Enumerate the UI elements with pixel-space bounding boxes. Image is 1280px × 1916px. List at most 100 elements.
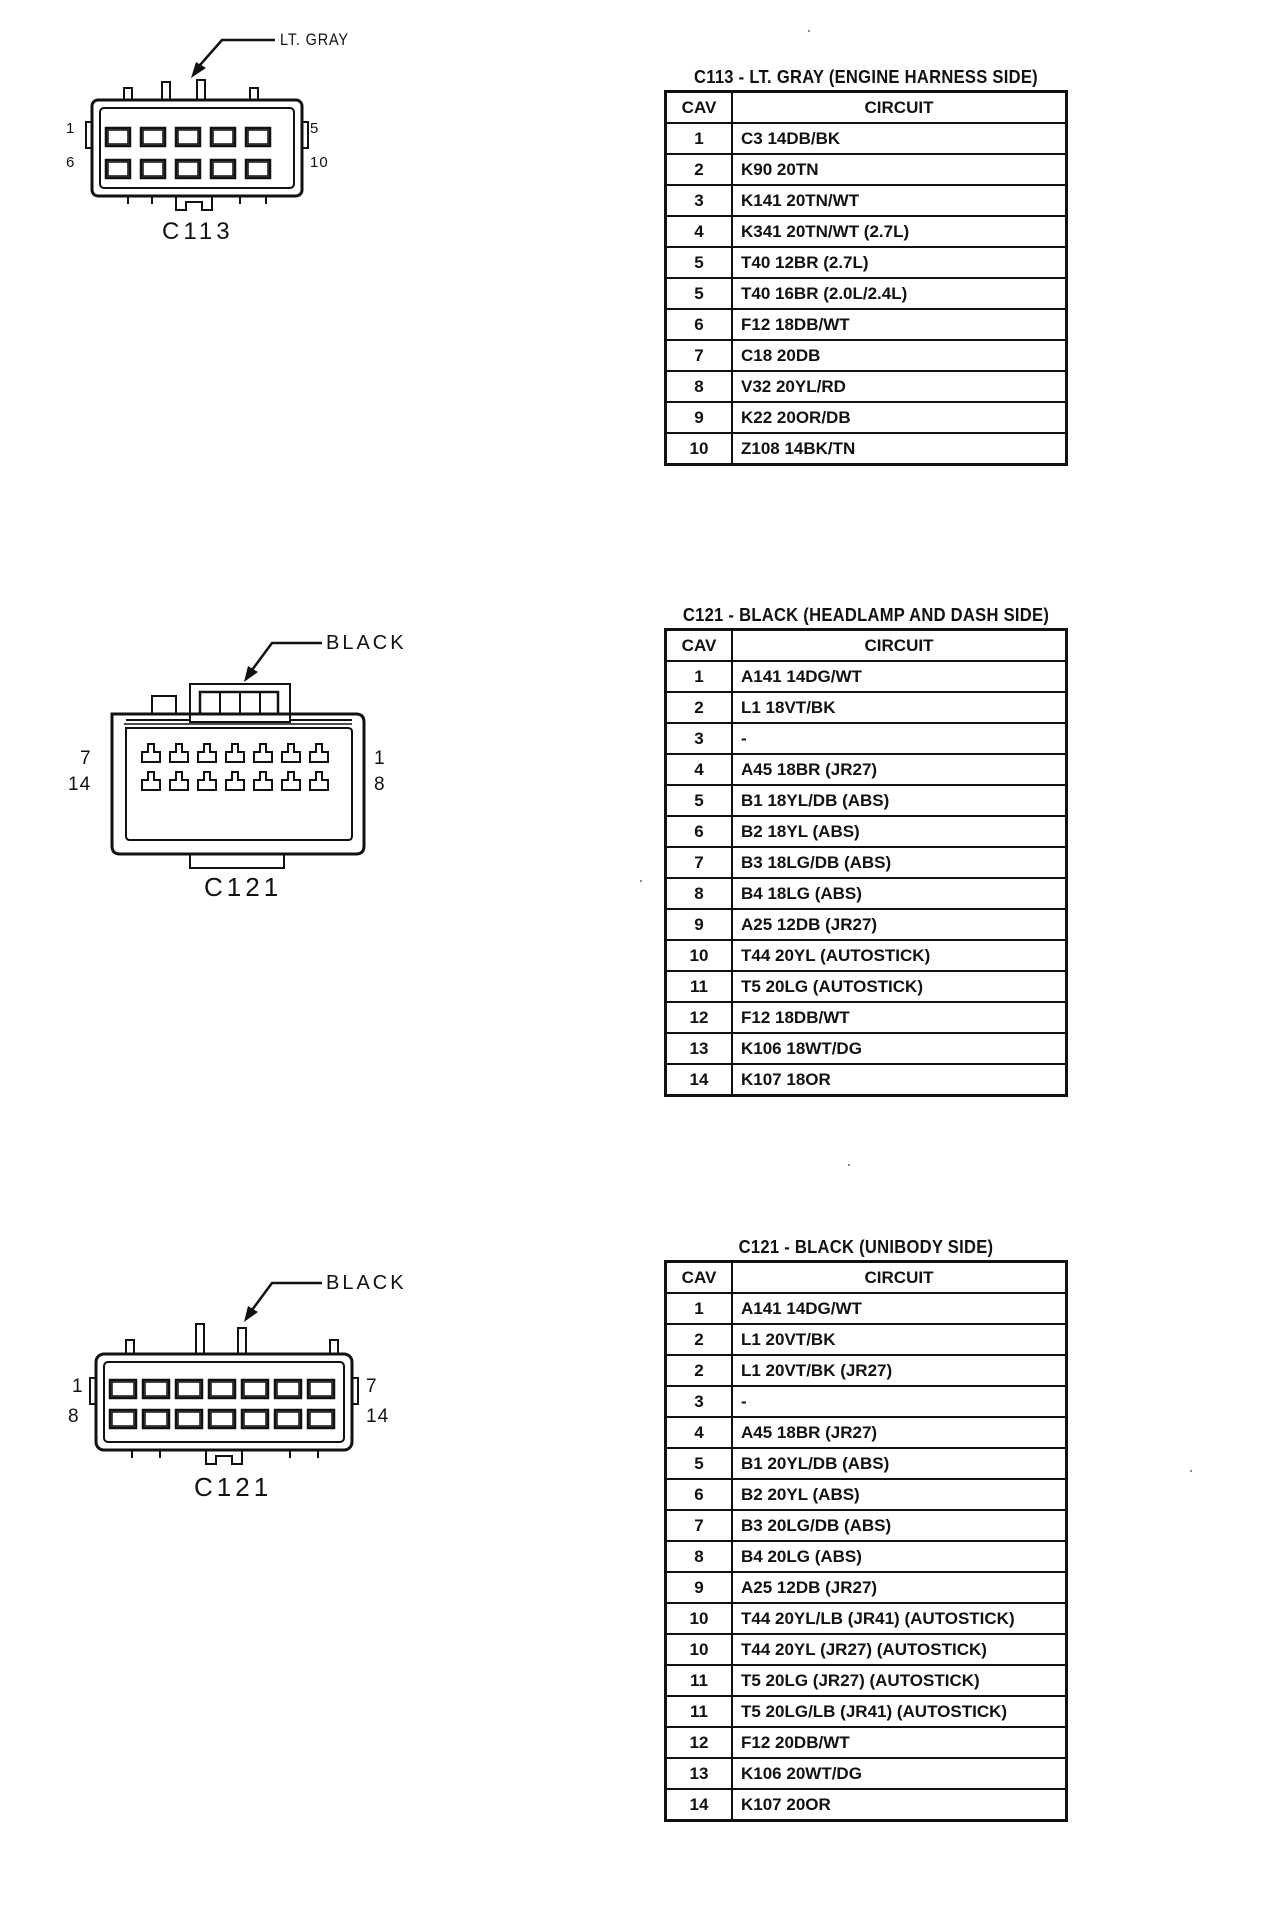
circuit-cell: B2 18YL (ABS) [731,815,1068,848]
connector-color-label: BLACK [326,632,407,654]
pin-label-bottom-left: 6 [66,154,76,171]
cav-cell: 5 [664,246,733,279]
connector-diagram-c121-unibody: BLACK 1 8 7 14 C121 [0,1250,560,1550]
cav-cell: 10 [664,939,733,972]
circuit-header: CIRCUIT [731,628,1068,662]
circuit-cell: T44 20YL (JR27) (AUTOSTICK) [731,1633,1068,1666]
table-title: C121 - BLACK (UNIBODY SIDE) [738,1237,994,1257]
table-header-row: CAV CIRCUIT [664,90,1068,124]
cav-cell: 8 [664,370,733,403]
circuit-cell: Z108 14BK/TN [731,432,1068,466]
cav-cell: 13 [664,1032,733,1065]
pin-label-top-right: 5 [310,120,320,137]
pin-label-top-left: 1 [66,120,76,137]
circuit-cell: K90 20TN [731,153,1068,186]
scan-speck [640,880,642,882]
pinout-table-c121-unibody: C121 - BLACK (UNIBODY SIDE) CAV CIRCUIT … [660,1234,1072,1822]
cav-cell: 11 [664,970,733,1003]
pin-label-top-left: 7 [80,748,92,769]
circuit-cell: L1 20VT/BK (JR27) [731,1354,1068,1387]
circuit-cell: T5 20LG/LB (JR41) (AUTOSTICK) [731,1695,1068,1728]
circuit-cell: T44 20YL (AUTOSTICK) [731,939,1068,972]
circuit-header: CIRCUIT [731,1260,1068,1294]
connector-diagram-c121-dash: BLACK 7 14 1 8 C121 [0,610,560,910]
circuit-cell: A141 14DG/WT [731,1292,1068,1325]
circuit-cell: K106 20WT/DG [731,1757,1068,1790]
cav-cell: 10 [664,432,733,466]
circuit-cell: T5 20LG (JR27) (AUTOSTICK) [731,1664,1068,1697]
connector-name: C121 [204,872,283,902]
pin-label-bottom-left: 14 [68,774,92,795]
connector-diagram-c113: LT. GRAY 1 6 5 10 C113 [0,10,560,310]
cav-cell: 6 [664,308,733,341]
circuit-cell: F12 18DB/WT [731,1001,1068,1034]
pin-label-bottom-right: 14 [366,1406,390,1427]
circuit-cell: C3 14DB/BK [731,122,1068,155]
scan-speck [1190,1470,1192,1472]
connector-name: C113 [162,218,234,245]
circuit-cell: F12 20DB/WT [731,1726,1068,1759]
circuit-cell: B1 20YL/DB (ABS) [731,1447,1068,1480]
cav-header: CAV [664,628,733,662]
cav-cell: 2 [664,153,733,186]
circuit-cell: V32 20YL/RD [731,370,1068,403]
pin-label-bottom-right: 8 [374,774,386,795]
pin-label-top-right: 7 [366,1376,378,1397]
cav-cell: 1 [664,1292,733,1325]
circuit-cell: T44 20YL/LB (JR41) (AUTOSTICK) [731,1602,1068,1635]
circuit-cell: B3 18LG/DB (ABS) [731,846,1068,879]
cav-cell: 11 [664,1695,733,1728]
circuit-cell: A25 12DB (JR27) [731,908,1068,941]
cav-cell: 9 [664,401,733,434]
pin-label-top-left: 1 [72,1376,84,1397]
cav-cell: 3 [664,1385,733,1418]
connector-c121-unibody-drawing [89,1281,359,1465]
table-title: C121 - BLACK (HEADLAMP AND DASH SIDE) [682,605,1050,625]
table-row: 3- [664,722,1068,755]
cav-cell: 4 [664,1416,733,1449]
circuit-cell: - [731,722,1068,755]
circuit-cell: K107 20OR [731,1788,1068,1822]
scan-speck [848,1164,850,1166]
circuit-cell: K141 20TN/WT [731,184,1068,217]
cav-cell: 2 [664,1323,733,1356]
pin-label-bottom-left: 8 [68,1406,80,1427]
circuit-cell: A25 12DB (JR27) [731,1571,1068,1604]
circuit-cell: A45 18BR (JR27) [731,1416,1068,1449]
cav-cell: 4 [664,753,733,786]
circuit-cell: C18 20DB [731,339,1068,372]
circuit-cell: L1 18VT/BK [731,691,1068,724]
cav-cell: 9 [664,908,733,941]
pinout-table-c121-dash: C121 - BLACK (HEADLAMP AND DASH SIDE) CA… [660,602,1072,1097]
connector-color-label: BLACK [326,1272,407,1294]
cav-cell: 2 [664,1354,733,1387]
scan-speck [808,30,810,32]
circuit-cell: A141 14DG/WT [731,660,1068,693]
